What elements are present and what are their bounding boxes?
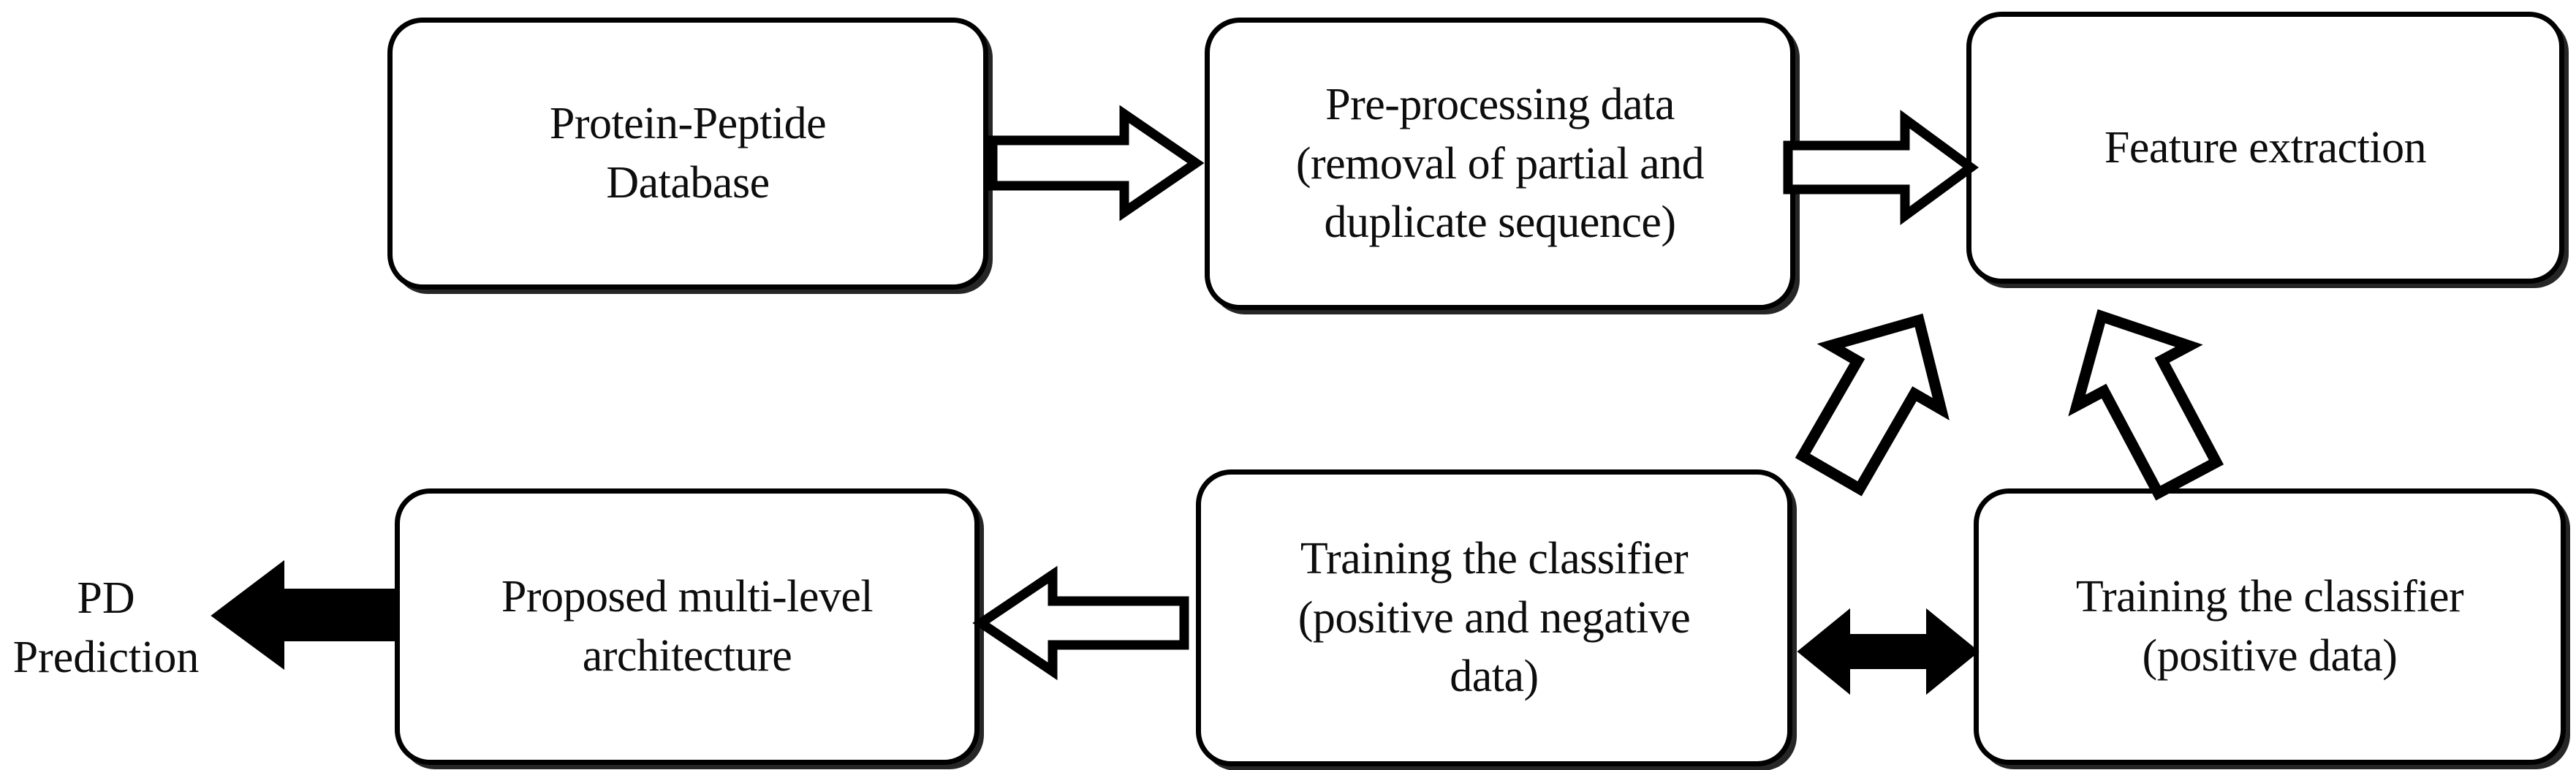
block-arrow-right-outline-icon — [1783, 110, 1979, 225]
node-training-classifier-positive[interactable]: Training the classifier(positive data) — [1974, 488, 2566, 765]
node-label: Pre-processing data(removal of partial a… — [1295, 80, 1705, 248]
block-arrow-left-solid-icon — [211, 559, 397, 670]
block-arrow-down-right-outline-icon — [2068, 309, 2224, 501]
node-training-classifier-positive-negative[interactable]: Training the classifier(positive and neg… — [1196, 469, 1792, 766]
node-label: Training the classifier(positive data) — [2075, 572, 2464, 681]
block-arrow-double-solid-icon — [1797, 608, 1980, 695]
block-arrow-down-left-outline-icon — [1795, 313, 1950, 497]
block-arrow-right-outline-icon — [988, 105, 1205, 222]
node-label: Training the classifier(positive and neg… — [1298, 534, 1691, 702]
node-label: Feature extraction — [2104, 122, 2427, 173]
block-arrow-left-outline-icon — [972, 565, 1189, 681]
node-pre-processing-data[interactable]: Pre-processing data(removal of partial a… — [1205, 18, 1795, 310]
node-feature-extraction[interactable]: Feature extraction — [1966, 12, 2564, 284]
